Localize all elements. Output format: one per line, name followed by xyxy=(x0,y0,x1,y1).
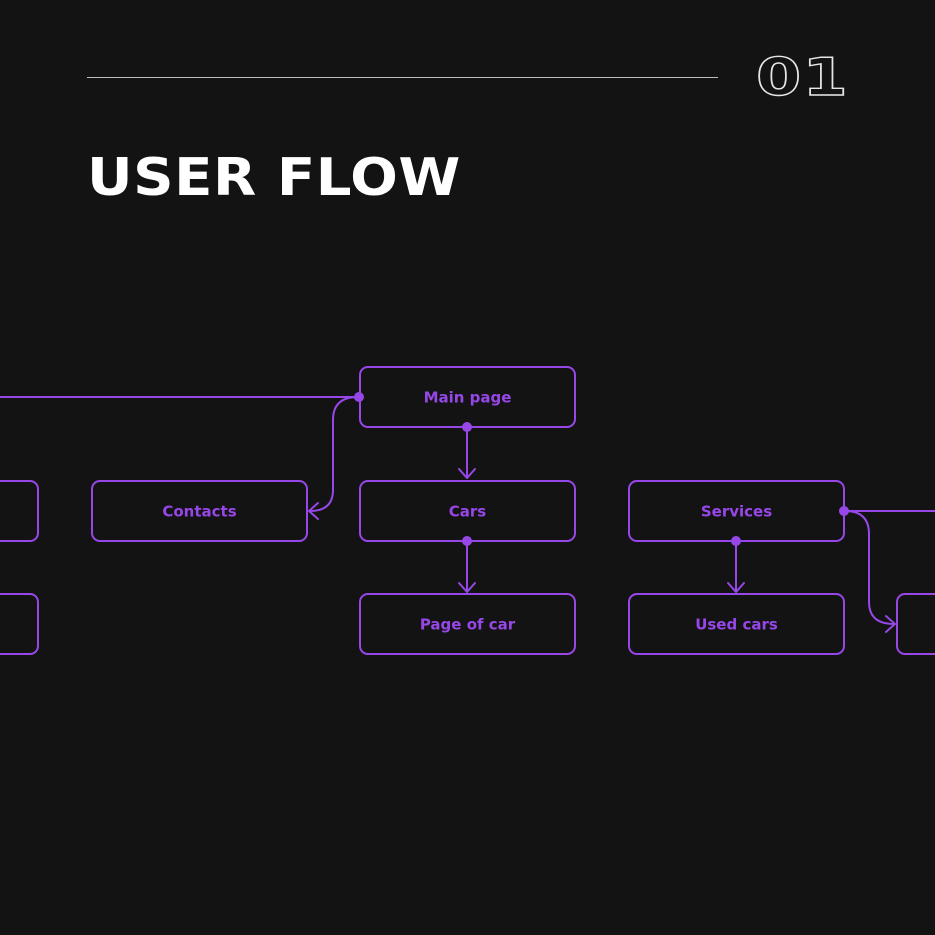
flow-node-label: Contacts xyxy=(162,503,236,521)
flow-node-box xyxy=(896,593,935,655)
top-divider-line xyxy=(87,77,718,78)
arrowhead-page-of-car xyxy=(458,582,476,593)
page-title: USER FLOW xyxy=(87,148,461,208)
flow-node-box xyxy=(91,480,308,542)
flow-node-page-of-car: Page of car xyxy=(359,593,576,655)
flow-node-main: Main page xyxy=(359,366,576,428)
flow-node-used-cars: Used cars xyxy=(628,593,845,655)
arrowhead-used-cars xyxy=(727,582,745,593)
flow-node-box xyxy=(359,593,576,655)
flow-node-box xyxy=(628,593,845,655)
connector-origin-main-bottom xyxy=(462,422,472,432)
flow-node-right-bottom xyxy=(896,593,935,655)
flow-node-label: Cars xyxy=(449,503,487,521)
arrowhead-cars xyxy=(458,468,476,479)
arrowhead-right-bottom xyxy=(885,615,896,633)
connectors xyxy=(0,396,935,633)
connector-origin-services-right xyxy=(839,506,849,516)
flow-node-contacts: Contacts xyxy=(91,480,308,542)
connector-services-to-right-bottom xyxy=(844,510,895,625)
connector-origin-services-bottom xyxy=(731,536,741,546)
connector-origin-main-left xyxy=(354,392,364,402)
flow-node-left-top xyxy=(0,480,39,542)
flow-node-left-bottom xyxy=(0,593,39,655)
connector-main-to-contacts xyxy=(309,396,359,512)
flow-node-label: Services xyxy=(701,503,772,521)
arrowhead-contacts xyxy=(308,502,319,520)
flow-node-box xyxy=(0,593,39,655)
flow-node-label: Main page xyxy=(424,389,512,407)
flow-node-label: Page of car xyxy=(420,616,516,634)
slide-number: 01 xyxy=(755,47,849,108)
flow-node-cars: Cars xyxy=(359,480,576,542)
flow-node-label: Used cars xyxy=(695,616,778,634)
flow-node-services: Services xyxy=(628,480,845,542)
connector-origin-cars-bottom xyxy=(462,536,472,546)
flow-node-box xyxy=(0,480,39,542)
